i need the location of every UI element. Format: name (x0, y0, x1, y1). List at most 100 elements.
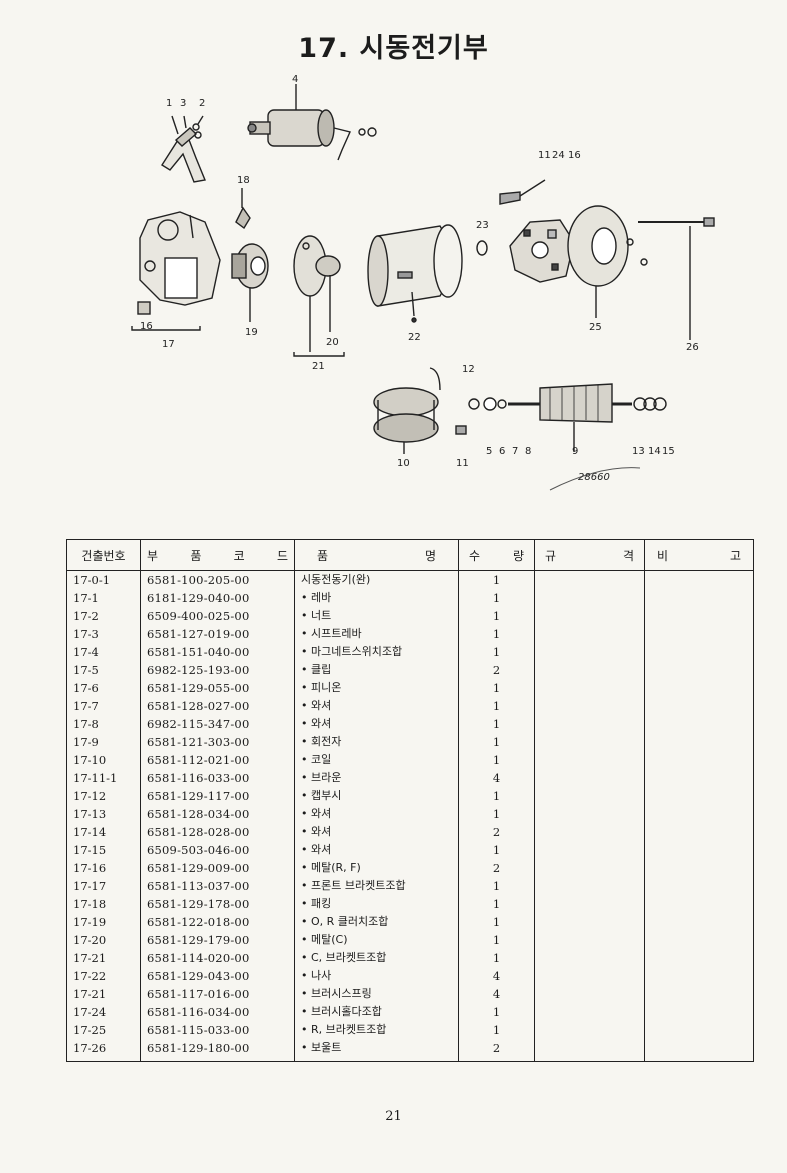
cell-qty: 1 (458, 931, 535, 949)
cell-code: 6581-116-034-00 (140, 1003, 295, 1021)
callout-14: 14 (648, 446, 661, 457)
cell-code: 6581-100-205-00 (140, 570, 295, 589)
cell-remark (644, 931, 754, 949)
cell-qty: 2 (458, 661, 535, 679)
cell-ref: 17-7 (66, 697, 141, 715)
cell-code: 6581-129-009-00 (140, 859, 295, 877)
cell-ref: 17-22 (66, 967, 141, 985)
callout-6: 6 (499, 446, 505, 457)
cell-code: 6581-128-028-00 (140, 823, 295, 841)
cell-remark (644, 1003, 754, 1021)
cell-name: • 브러시스프링 (294, 985, 459, 1003)
shift-lever-drawing (161, 115, 206, 183)
cell-spec (534, 787, 645, 805)
cell-qty: 1 (458, 570, 535, 589)
callout-2: 2 (199, 98, 205, 109)
callout-4: 4 (292, 74, 298, 85)
cell-code: 6982-115-347-00 (140, 715, 295, 733)
cell-ref: 17-17 (66, 877, 141, 895)
cell-ref: 17-18 (66, 895, 141, 913)
cell-ref: 17-9 (66, 733, 141, 751)
cell-remark (644, 697, 754, 715)
cell-code: 6181-129-040-00 (140, 589, 295, 607)
cell-remark (644, 643, 754, 661)
cell-code: 6581-128-034-00 (140, 805, 295, 823)
cell-qty: 2 (458, 1039, 535, 1062)
cell-qty: 2 (458, 823, 535, 841)
cell-remark (644, 913, 754, 931)
cell-ref: 17-5 (66, 661, 141, 679)
cell-qty: 1 (458, 589, 535, 607)
cell-ref: 17-10 (66, 751, 141, 769)
cell-code: 6581-114-020-00 (140, 949, 295, 967)
cell-qty: 1 (458, 805, 535, 823)
cell-code: 6581-122-018-00 (140, 913, 295, 931)
cell-ref: 17-8 (66, 715, 141, 733)
cell-ref: 17-19 (66, 913, 141, 931)
cell-name: • 코일 (294, 751, 459, 769)
cell-name: • 패킹 (294, 895, 459, 913)
cell-ref: 17-6 (66, 679, 141, 697)
callout-20: 20 (326, 337, 339, 348)
cell-code: 6581-129-117-00 (140, 787, 295, 805)
cell-spec (534, 625, 645, 643)
callout-12: 12 (462, 364, 475, 375)
cell-name: • 와셔 (294, 697, 459, 715)
callout-17: 17 (162, 339, 175, 350)
rear-bracket-drawing (567, 205, 648, 318)
center-bracket-drawing (293, 235, 345, 357)
callout-26: 26 (686, 342, 699, 353)
cell-ref: 17-1 (66, 589, 141, 607)
callout-25: 25 (589, 322, 602, 333)
callout-5: 5 (486, 446, 492, 457)
cell-name: • 브라운 (294, 769, 459, 787)
cell-ref: 17-12 (66, 787, 141, 805)
cell-qty: 1 (458, 913, 535, 931)
cell-name: • 와셔 (294, 715, 459, 733)
cell-name: • 클립 (294, 661, 459, 679)
cell-remark (644, 895, 754, 913)
cell-name: • C, 브라켓트조합 (294, 949, 459, 967)
cell-ref: 17-21 (66, 985, 141, 1003)
cell-name: • 레바 (294, 589, 459, 607)
cell-name: • 캡부시 (294, 787, 459, 805)
cell-spec (534, 967, 645, 985)
part-callout-numbers: 1 3 2 4 18 11 24 16 23 25 26 16 17 19 20… (140, 74, 699, 469)
cell-code: 6581-129-180-00 (140, 1039, 295, 1062)
cell-ref: 17-11-1 (66, 769, 141, 787)
cell-name: 시동전동기(완) (294, 570, 459, 589)
cell-remark (644, 985, 754, 1003)
cell-remark (644, 877, 754, 895)
cell-ref: 17-14 (66, 823, 141, 841)
callout-15: 15 (662, 446, 675, 457)
cell-remark (644, 859, 754, 877)
cell-spec (534, 661, 645, 679)
field-coil-drawing (373, 367, 467, 454)
cell-qty: 1 (458, 895, 535, 913)
cell-spec (534, 931, 645, 949)
cell-ref: 17-15 (66, 841, 141, 859)
callout-3: 3 (180, 98, 186, 109)
cell-qty: 4 (458, 985, 535, 1003)
callout-7: 7 (512, 446, 518, 457)
cell-qty: 1 (458, 679, 535, 697)
cell-name: • 너트 (294, 607, 459, 625)
callout-8: 8 (525, 446, 531, 457)
armature-drawing (468, 383, 667, 452)
cell-spec (534, 607, 645, 625)
cell-code: 6581-129-179-00 (140, 931, 295, 949)
cell-ref: 17-4 (66, 643, 141, 661)
